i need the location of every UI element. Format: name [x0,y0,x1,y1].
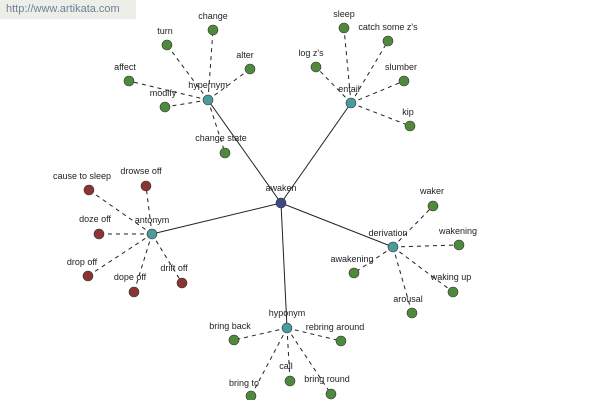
edge-hypernym-modify [164,99,209,108]
node-label-wakening: wakening [438,226,477,236]
node-label-affect: affect [114,62,136,72]
edge-entail-log-z-s [315,66,352,104]
node-log-z-s[interactable] [310,61,322,73]
node-label-cause-to-sleep: cause to sleep [53,171,111,181]
node-label-drowse-off: drowse off [120,166,162,176]
edge-antonym-drift-off [151,233,183,284]
edge-hypernym-affect [128,80,209,101]
edge-awaken-antonym [151,202,282,235]
node-label-catch-some-z-s: catch some z's [358,22,418,32]
node-label-bring-round: bring round [304,374,350,384]
edge-awaken-derivation [280,202,394,248]
node-doze-off[interactable] [93,228,105,240]
node-label-change-state: change state [195,133,247,143]
edge-awaken-entail [280,102,352,204]
node-label-antonym: antonym [135,215,170,225]
node-call[interactable] [284,375,296,387]
edge-hyponym-call [286,327,291,382]
node-label-turn: turn [157,26,173,36]
node-bring-to[interactable] [245,390,257,400]
labels-layer: awaken hypernym change turn alter affect modif… [53,9,477,388]
node-label-drop-off: drop off [67,257,98,267]
node-dope-off[interactable] [128,286,140,298]
node-label-modify: modify [150,88,177,98]
node-turn[interactable] [161,39,173,51]
edge-hypernym-change-state [207,99,226,154]
edge-derivation-arousal [392,246,413,314]
edge-derivation-waking-up [392,246,454,293]
node-label-entail: entail [338,84,360,94]
node-label-drift-off: drift off [160,263,188,273]
edge-awaken-hyponym [280,202,288,329]
node-change-state[interactable] [219,147,231,159]
node-label-alter: alter [236,50,254,60]
node-label-kip: kip [402,107,414,117]
edge-hypernym-alter [207,68,251,101]
node-label-arousal: arousal [393,294,423,304]
node-antonym[interactable] [146,228,158,240]
node-entail[interactable] [345,97,357,109]
node-hyponym[interactable] [281,322,293,334]
node-label-bring-to: bring to [229,378,259,388]
node-sleep[interactable] [338,22,350,34]
node-arousal[interactable] [406,307,418,319]
edge-awaken-hypernym [207,99,282,204]
node-label-bring-back: bring back [209,321,251,331]
edge-hyponym-bring-round [286,327,332,395]
node-drowse-off[interactable] [140,180,152,192]
node-label-dope-off: dope off [114,272,147,282]
edge-entail-kip [350,102,411,127]
edge-hyponym-bring-back [233,327,288,341]
node-bring-back[interactable] [228,334,240,346]
node-drift-off[interactable] [176,277,188,289]
node-label-sleep: sleep [333,9,355,19]
node-awakening[interactable] [348,267,360,279]
node-label-slumber: slumber [385,62,417,72]
node-affect[interactable] [123,75,135,87]
node-wakening[interactable] [453,239,465,251]
node-drop-off[interactable] [82,270,94,282]
edge-derivation-waker [392,205,434,248]
edge-hypernym-turn [166,44,209,101]
edge-antonym-cause-to-sleep [88,189,153,235]
node-label-hyponym: hyponym [269,308,306,318]
node-label-log-z-s: log z's [298,48,324,58]
edge-hyponym-bring-to [250,327,288,397]
node-hypernym[interactable] [202,94,214,106]
node-change[interactable] [207,24,219,36]
node-catch-some-z-s[interactable] [382,35,394,47]
node-label-awaken: awaken [265,183,296,193]
node-modify[interactable] [159,101,171,113]
node-cause-to-sleep[interactable] [83,184,95,196]
edge-hypernym-change [207,29,214,101]
edge-antonym-drop-off [87,233,153,277]
node-kip[interactable] [404,120,416,132]
node-awaken[interactable] [275,197,287,209]
edge-antonym-dope-off [133,233,153,293]
edge-antonym-drowse-off [145,185,153,235]
edges-layer [87,27,460,397]
node-label-waker: waker [419,186,444,196]
node-label-change: change [198,11,228,21]
node-rebring-around[interactable] [335,335,347,347]
edge-hyponym-rebring-around [286,327,342,342]
node-label-doze-off: doze off [79,214,111,224]
edge-derivation-wakening [392,244,460,248]
node-label-call: call [279,361,293,371]
nodes-layer [82,22,465,400]
node-waker[interactable] [427,200,439,212]
node-label-rebring-around: rebring around [306,322,365,332]
node-label-waking-up: waking up [430,272,472,282]
node-slumber[interactable] [398,75,410,87]
node-label-derivation: derivation [368,228,407,238]
node-label-hypernym: hypernym [188,80,228,90]
node-waking-up[interactable] [447,286,459,298]
edge-entail-slumber [350,80,405,104]
node-label-awakening: awakening [330,254,373,264]
node-alter[interactable] [244,63,256,75]
node-bring-round[interactable] [325,388,337,400]
watermark-link[interactable]: http://www.artikata.com [0,0,136,19]
node-derivation[interactable] [387,241,399,253]
